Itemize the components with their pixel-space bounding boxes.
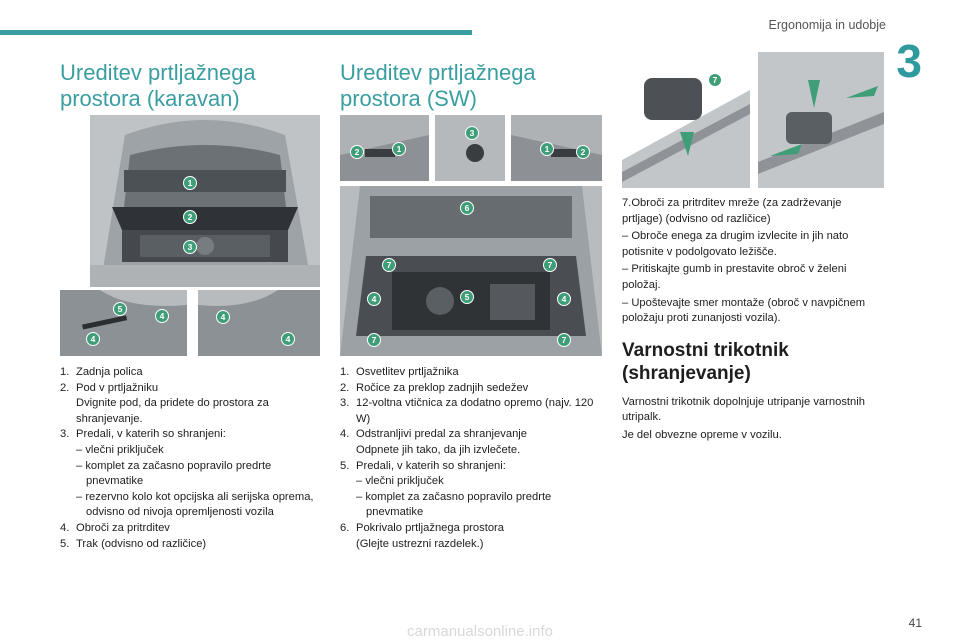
chapter-title: Ergonomija in udobje (768, 18, 886, 32)
callout-sw-2b: 2 (576, 145, 590, 159)
callout-k-4d: 4 (281, 332, 295, 346)
triangle-text: Varnostni trikotnik dopolnjuje utripanje… (622, 395, 865, 424)
callout-sw-7a: 7 (382, 258, 396, 272)
list-item: 6.Pokrivalo prtljažnega prostora(Glejte … (340, 521, 504, 550)
callout-k-3: 3 (183, 240, 197, 254)
sw-socket-photo (435, 115, 505, 181)
callout-sw-1a: 1 (392, 142, 406, 156)
header-bar (0, 30, 472, 35)
callout-sw-3: 3 (465, 126, 479, 140)
callout-sw-7b: 7 (543, 258, 557, 272)
ring-step: – Upoštevajte smer montaže (obroč v navp… (622, 296, 866, 325)
watermark: carmanualsonline.info (407, 623, 553, 640)
sw-lever-right-photo (511, 115, 602, 181)
chapter-number: 3 (896, 35, 922, 87)
column-karavan: Ureditev prtljažnega prostora (karavan) (60, 60, 322, 122)
list-item: 5.Predali, v katerih so shranjeni: – vle… (340, 459, 552, 519)
trunk-side-right-photo (198, 290, 320, 356)
callout-k-4c: 4 (216, 310, 230, 324)
ring-photo-2 (758, 52, 884, 188)
callout-ring-7: 7 (708, 73, 722, 87)
section-title-triangle: Varnostni trikotnik (shranjevanje) (622, 339, 789, 384)
legend-sw: 1.Osvetlitev prtljažnika 2.Ročice za pre… (340, 365, 602, 552)
section-title-karavan: Ureditev prtljažnega prostora (karavan) (60, 60, 256, 111)
legend-list-sw: 1.Osvetlitev prtljažnika 2.Ročice za pre… (340, 365, 602, 552)
list-item: 1.Osvetlitev prtljažnika (340, 366, 459, 378)
list-item: 3.12-voltna vtičnica za dodatno opremo (… (340, 397, 594, 425)
callout-sw-4a: 4 (367, 292, 381, 306)
ring-photo-1 (622, 60, 750, 188)
callout-k-4b: 4 (86, 332, 100, 346)
column-rings: 7.Obroči za pritrditev mreže (za zadržev… (622, 196, 884, 446)
list-item: 5.Trak (odvisno od različice) (60, 537, 207, 550)
callout-k-5: 5 (113, 302, 127, 316)
ring-intro: 7.Obroči za pritrditev mreže (za zadržev… (622, 197, 842, 225)
ring-step: – Pritiskajte gumb in prestavite obroč v… (622, 263, 847, 291)
trunk-side-left-photo (60, 290, 187, 356)
list-item: 3.Predali, v katerih so shranjeni: – vle… (60, 428, 314, 519)
callout-sw-5: 5 (460, 290, 474, 304)
callout-sw-1b: 1 (540, 142, 554, 156)
triangle-text: Je del obvezne opreme v vozilu. (622, 428, 782, 441)
ring-step: – Obroče enega za drugim izvlecite in ji… (622, 230, 849, 258)
callout-sw-7d: 7 (557, 333, 571, 347)
callout-sw-2a: 2 (350, 145, 364, 159)
column-sw: Ureditev prtljažnega prostora (SW) (340, 60, 602, 122)
callout-k-2: 2 (183, 210, 197, 224)
list-item: 2.Ročice za preklop zadnjih sedežev (340, 381, 529, 394)
callout-sw-7c: 7 (367, 333, 381, 347)
section-title-sw: Ureditev prtljažnega prostora (SW) (340, 60, 536, 111)
list-item: 4.Obroči za pritrditev (60, 521, 170, 534)
page-number: 41 (908, 616, 922, 630)
callout-sw-4b: 4 (557, 292, 571, 306)
callout-k-4a: 4 (155, 309, 169, 323)
list-item: 1.Zadnja polica (60, 366, 143, 378)
trunk-photo-karavan (90, 115, 320, 287)
callout-k-1: 1 (183, 176, 197, 190)
callout-sw-6: 6 (460, 201, 474, 215)
